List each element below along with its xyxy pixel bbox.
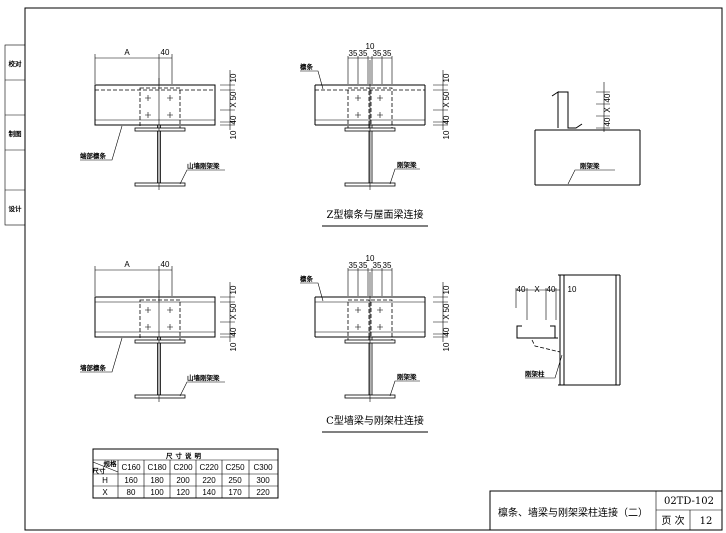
dim-right: 10 xyxy=(229,285,238,294)
label-frame-beam: 刚架梁 xyxy=(397,372,417,381)
label-gable-beam: 山墙刚架梁 xyxy=(187,373,220,382)
table-cell: 300 xyxy=(256,476,270,485)
bolt-icons xyxy=(145,95,173,118)
table-corner-spec: 规格 xyxy=(104,459,118,468)
table-cell: 180 xyxy=(150,476,164,485)
dim-right: 10 xyxy=(229,130,238,139)
dim-right: 10 xyxy=(442,130,451,139)
dim-right: 10 xyxy=(229,73,238,82)
dim-right: X xyxy=(442,102,451,108)
label-gable-beam: 山墙刚架梁 xyxy=(187,161,220,170)
dim-right: 40 xyxy=(229,327,238,336)
detail-bottom-left: A 40 10 50 X 40 10 墙部檩条 山墙刚架梁 xyxy=(80,260,238,402)
dim-35: 35 xyxy=(349,49,358,58)
dim-right: 50 xyxy=(229,91,238,100)
sidebar-label-draw: 制图 xyxy=(9,129,23,138)
table-cell: 220 xyxy=(256,488,270,497)
dimension-table: 尺寸说明 规格 尺寸 C160 C180 C200 C220 C250 C300… xyxy=(92,448,279,499)
label-purlin: 檩条 xyxy=(300,274,314,283)
table-col-header: C300 xyxy=(253,463,273,472)
table-corner-size: 尺寸 xyxy=(93,466,107,475)
dim-right: 40 xyxy=(603,93,612,102)
dim-a: A xyxy=(124,48,130,57)
dim-right: 50 xyxy=(229,303,238,312)
dim-right: X xyxy=(229,102,238,108)
table-cell: 80 xyxy=(127,488,136,497)
dim-40: 40 xyxy=(161,48,170,57)
label-frame-column: 刚架柱 xyxy=(525,369,545,378)
dim-35: 35 xyxy=(373,261,382,270)
sidebar-signature-strip: 校对 制图 设计 xyxy=(4,44,26,226)
dim-top: 40 xyxy=(517,285,526,294)
dim-right: 10 xyxy=(442,342,451,351)
caption-c-wall-beam: C型墙梁与刚架柱连接 xyxy=(326,414,424,427)
dim-35: 35 xyxy=(349,261,358,270)
table-col-header: C180 xyxy=(147,463,167,472)
dim-top: X xyxy=(534,285,540,294)
caption-z-purlin: Z型檩条与屋面梁连接 xyxy=(327,208,424,221)
dim-a: A xyxy=(124,260,130,269)
table-title: 尺寸说明 xyxy=(166,451,204,460)
label-frame-beam: 刚架梁 xyxy=(580,161,600,170)
title-block: 檩条、墙梁与刚架梁柱连接（二） 02TD-102 页 次 12 xyxy=(489,490,723,531)
dim-top: 10 xyxy=(568,285,577,294)
bolt-icons xyxy=(145,307,173,330)
sidebar-label-design: 设计 xyxy=(9,204,23,213)
dim-right: 40 xyxy=(229,115,238,124)
dim-right: 10 xyxy=(442,73,451,82)
dim-top: 40 xyxy=(547,285,556,294)
drawing-title: 檩条、墙梁与刚架梁柱连接（二） xyxy=(498,506,648,519)
bolt-icons xyxy=(355,307,383,330)
dim-35: 35 xyxy=(383,49,392,58)
dim-35: 35 xyxy=(373,49,382,58)
dim-35: 35 xyxy=(359,49,368,58)
table-cell: 140 xyxy=(202,488,216,497)
dim-right: X xyxy=(442,314,451,320)
bolt-icons xyxy=(355,95,383,118)
detail-top-middle: 10 35 35 35 35 10 50 X 40 10 檩条 刚架梁 xyxy=(300,42,451,190)
dim-right: 50 xyxy=(442,91,451,100)
dim-right: 10 xyxy=(442,285,451,294)
dim-right: 50 xyxy=(442,303,451,312)
table-cell: 170 xyxy=(228,488,242,497)
dim-35: 35 xyxy=(383,261,392,270)
table-cell: 120 xyxy=(176,488,190,497)
page-number: 12 xyxy=(700,516,713,527)
label-wall-purlin: 墙部檩条 xyxy=(80,363,107,372)
dim-right: 40 xyxy=(442,327,451,336)
table-cell: 220 xyxy=(202,476,216,485)
label-purlin: 檩条 xyxy=(300,62,314,71)
dim-right: X xyxy=(229,314,238,320)
dim-10: 10 xyxy=(366,254,375,263)
sidebar-label-check: 校对 xyxy=(9,59,23,68)
table-col-header: C220 xyxy=(199,463,219,472)
table-cell: 250 xyxy=(228,476,242,485)
dim-right: 40 xyxy=(603,117,612,126)
table-cell: 160 xyxy=(124,476,138,485)
table-cell: 200 xyxy=(176,476,190,485)
dim-right: 40 xyxy=(442,115,451,124)
detail-bottom-right: 40 X 40 10 刚架柱 xyxy=(515,274,621,386)
label-end-purlin: 端部檩条 xyxy=(80,151,107,160)
page-label: 页 次 xyxy=(661,514,684,527)
detail-top-left: A 40 10 50 X 40 10 端部檩条 山墙刚架梁 xyxy=(80,48,238,190)
table-cell: 100 xyxy=(150,488,164,497)
table-row-label: H xyxy=(102,476,108,485)
table-col-header: C250 xyxy=(225,463,245,472)
detail-bottom-middle: 10 35 35 35 35 10 50 X 40 10 檩条 刚架梁 xyxy=(300,254,451,402)
dim-35: 35 xyxy=(359,261,368,270)
label-frame-beam: 刚架梁 xyxy=(397,160,417,169)
table-col-header: C200 xyxy=(173,463,193,472)
detail-top-right: 40 X 40 刚架梁 xyxy=(534,82,641,186)
dim-right: X xyxy=(603,107,612,113)
dim-40: 40 xyxy=(161,260,170,269)
drawing-frame xyxy=(24,7,723,531)
table-row-label: X xyxy=(102,488,108,497)
dim-right: 10 xyxy=(229,342,238,351)
table-col-header: C160 xyxy=(121,463,141,472)
drawing-number: 02TD-102 xyxy=(664,496,714,507)
dim-10: 10 xyxy=(366,42,375,51)
